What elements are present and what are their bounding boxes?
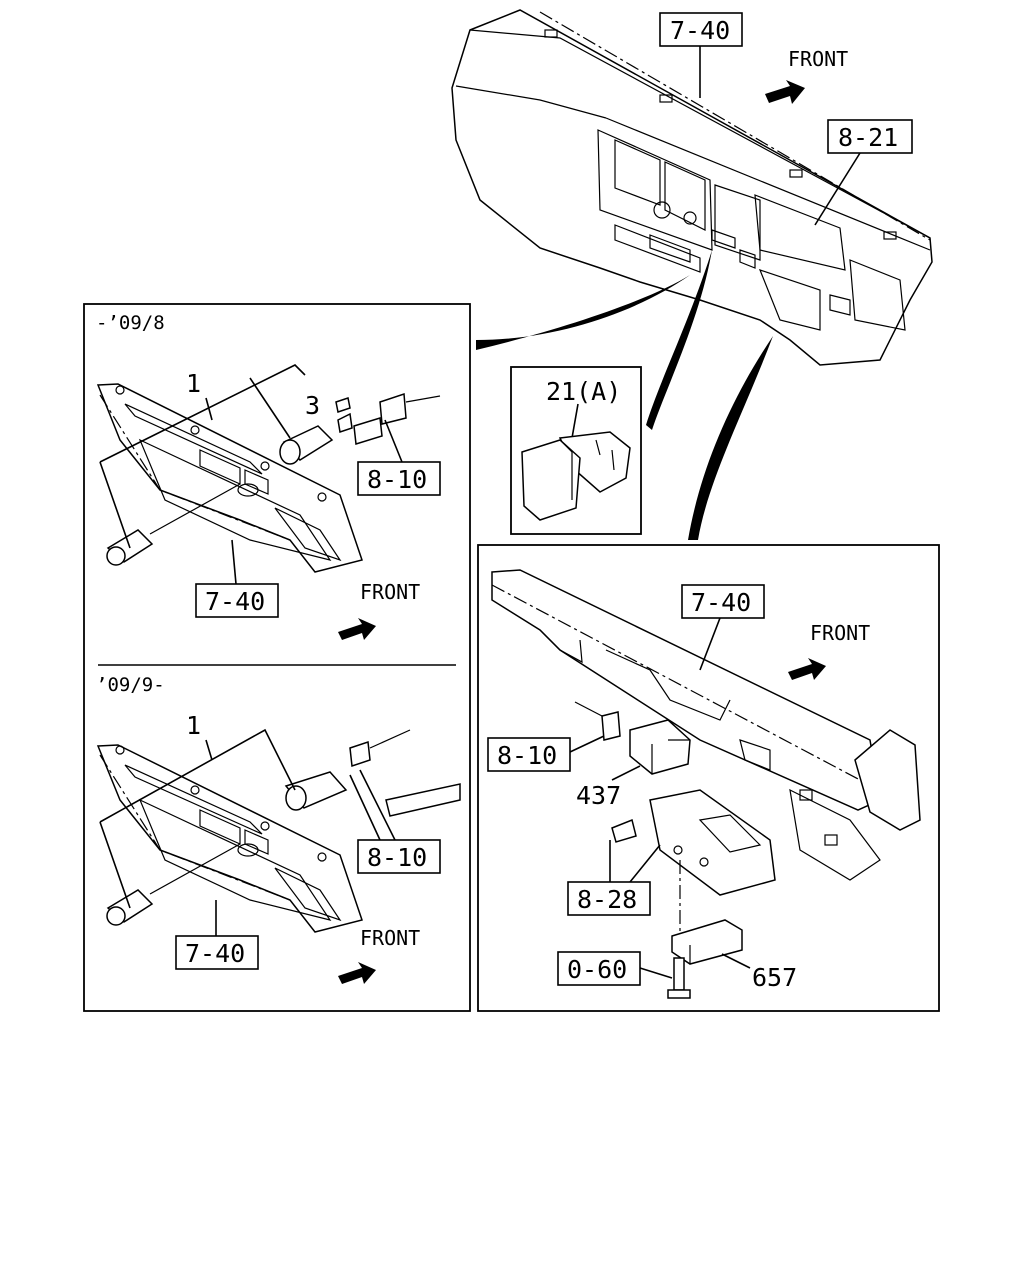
top-ref-8-21: 8-21 <box>838 123 898 152</box>
switch-21a <box>521 431 631 521</box>
left1-ref-8-10-box <box>357 461 441 496</box>
right-0-60-leader <box>639 967 673 979</box>
left2-part-1-leader <box>205 739 213 761</box>
left1-ref-8-10: 8-10 <box>367 465 427 494</box>
right-ref-8-28-box <box>567 881 651 916</box>
left1-front-label: FRONT <box>360 580 420 604</box>
dashboard-assembly <box>451 9 933 366</box>
right-panel <box>477 544 940 1012</box>
left2-8-10-leader <box>349 769 396 841</box>
right-7-40-leader <box>699 617 721 671</box>
left-era-2: ’09/9- <box>96 674 165 696</box>
left-era-1: -’09/8 <box>96 312 165 334</box>
right-part-437: 437 <box>576 781 621 810</box>
top-ref-8-21-box <box>827 119 913 154</box>
top-front-arrow-icon <box>765 80 805 104</box>
left2-part-1-bracket <box>99 728 296 909</box>
left2-ref-8-10-box <box>357 839 441 874</box>
connector-curve-right <box>688 336 773 540</box>
left1-8-10-leader <box>384 419 403 463</box>
connector-curve-middle <box>646 250 712 430</box>
left-lower-panel-bezel <box>96 744 363 933</box>
part-657 <box>671 919 743 965</box>
left1-part-1-leader <box>205 397 213 421</box>
left1-ref-7-40: 7-40 <box>205 587 265 616</box>
right-ref-8-10-box <box>487 737 571 772</box>
left2-front-arrow-icon <box>338 962 376 984</box>
right-front-label: FRONT <box>810 621 870 645</box>
right-437-leader <box>611 765 641 781</box>
right-ref-7-40: 7-40 <box>691 588 751 617</box>
left1-part-1: 1 <box>186 369 201 398</box>
left1-front-arrow-icon <box>338 618 376 640</box>
top-ref-7-40: 7-40 <box>670 16 730 45</box>
right-8-10-leader <box>569 735 605 753</box>
left1-part-3: 3 <box>305 391 320 420</box>
left2-front-label: FRONT <box>360 926 420 950</box>
left1-part-1-bracket <box>99 364 306 549</box>
right-657-leader <box>721 953 751 969</box>
left2-ref-7-40-box <box>175 935 259 970</box>
top-front-label: FRONT <box>788 47 848 71</box>
bolt-0-60 <box>667 957 691 999</box>
right-8-28-leader <box>609 840 661 883</box>
left2-part-1: 1 <box>186 711 201 740</box>
top-ref-7-40-box <box>659 12 743 47</box>
left-lower-switch-assembly <box>106 729 461 926</box>
left2-ref-8-10: 8-10 <box>367 843 427 872</box>
right-ref-0-60-box <box>557 951 641 986</box>
right-ref-8-28: 8-28 <box>577 885 637 914</box>
right-ref-8-10: 8-10 <box>497 741 557 770</box>
top-8-21-leader <box>814 152 861 226</box>
right-front-arrow-icon <box>788 658 826 680</box>
mid-part-21a: 21(A) <box>546 377 621 406</box>
mounting-bracket <box>611 789 776 935</box>
left2-ref-7-40: 7-40 <box>185 939 245 968</box>
middle-panel <box>510 366 642 535</box>
right-part-657: 657 <box>752 963 797 992</box>
left1-ref-7-40-box <box>195 583 279 618</box>
connector-curve-left <box>476 275 690 350</box>
right-ref-0-60: 0-60 <box>567 955 627 984</box>
right-ref-7-40-box <box>681 584 765 619</box>
relay-437 <box>574 701 691 775</box>
left1-7-40-leader <box>231 539 237 585</box>
mid-21a-leader <box>571 403 579 439</box>
cross-car-beam <box>491 569 921 881</box>
left-panel <box>83 303 471 1012</box>
